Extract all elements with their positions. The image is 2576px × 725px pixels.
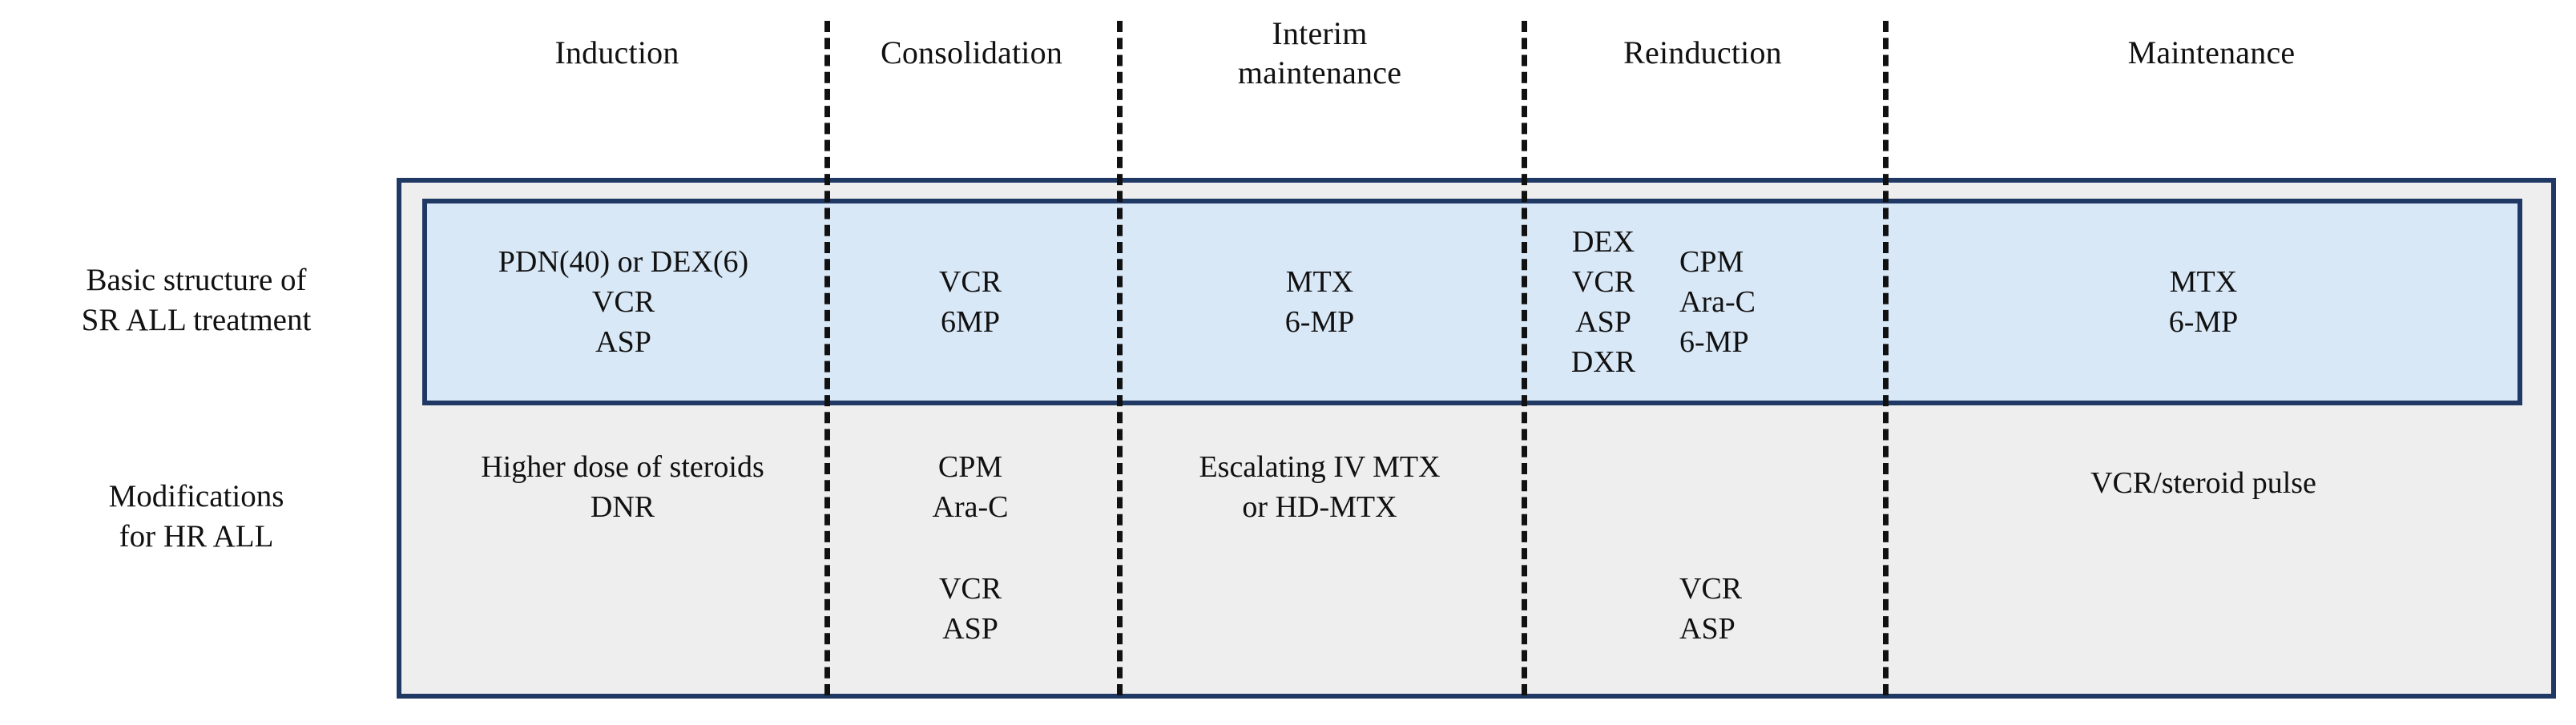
basic-cell-maintenance-text: MTX 6-MP	[2168, 264, 2239, 339]
modifications-cell-consolidation-bottom-text: VCR ASP	[938, 572, 1002, 646]
modifications-cell-reinduction-bottom-text: VCR ASP	[1679, 572, 1743, 646]
phase-header-induction: Induction	[554, 34, 679, 70]
modifications-cell-consolidation-bottom: VCR ASP	[829, 569, 1111, 649]
basic-cell-reinduction-right-text: CPM Ara-C 6-MP	[1679, 244, 1756, 360]
phase-header-reinduction: Reinduction	[1623, 34, 1782, 70]
basic-cell-reinduction-left-text: DEX VCR ASP DXR	[1570, 224, 1636, 380]
modifications-cell-consolidation-top: CPM Ara-C	[829, 447, 1111, 527]
modifications-cell-maintenance-text: VCR/steroid pulse	[2090, 466, 2316, 500]
modifications-cell-interim-maintenance-text: Escalating IV MTX or HD-MTX	[1199, 450, 1441, 525]
basic-cell-reinduction-left: DEX VCR ASP DXR	[1527, 203, 1679, 401]
basic-structure-row-box	[422, 199, 2522, 405]
row-label-modifications: Modifications for HR ALL	[108, 479, 284, 554]
phase-divider-reinduction-maintenance	[1883, 21, 1889, 695]
basic-cell-induction: PDN(40) or DEX(6) VCR ASP	[427, 203, 820, 401]
modifications-cell-maintenance: VCR/steroid pulse	[1889, 463, 2518, 503]
phase-header-consolidation: Consolidation	[880, 34, 1063, 70]
basic-cell-maintenance: MTX 6-MP	[1889, 203, 2518, 401]
basic-cell-reinduction-right: CPM Ara-C 6-MP	[1679, 203, 1878, 401]
modifications-cell-consolidation-top-text: CPM Ara-C	[932, 450, 1009, 525]
phase-header-interim-maintenance: Interim maintenance	[1237, 15, 1402, 91]
modifications-cell-reinduction-bottom: VCR ASP	[1679, 569, 1878, 649]
modifications-cell-induction: Higher dose of steroids DNR	[422, 447, 823, 527]
basic-cell-induction-text: PDN(40) or DEX(6) VCR ASP	[498, 244, 749, 360]
row-label-basic-structure: Basic structure of SR ALL treatment	[81, 263, 312, 337]
phase-divider-induction-consolidation	[824, 21, 830, 695]
basic-cell-consolidation-text: VCR 6MP	[938, 264, 1002, 339]
basic-cell-interim-maintenance-text: MTX 6-MP	[1284, 264, 1355, 339]
modifications-cell-induction-text: Higher dose of steroids DNR	[481, 450, 764, 525]
phase-divider-consolidation-interim	[1117, 21, 1123, 695]
basic-cell-interim-maintenance: MTX 6-MP	[1123, 203, 1516, 401]
phase-header-maintenance: Maintenance	[2127, 34, 2296, 70]
basic-cell-consolidation: VCR 6MP	[829, 203, 1111, 401]
phase-divider-interim-reinduction	[1522, 21, 1527, 695]
modifications-cell-interim-maintenance: Escalating IV MTX or HD-MTX	[1123, 447, 1516, 527]
